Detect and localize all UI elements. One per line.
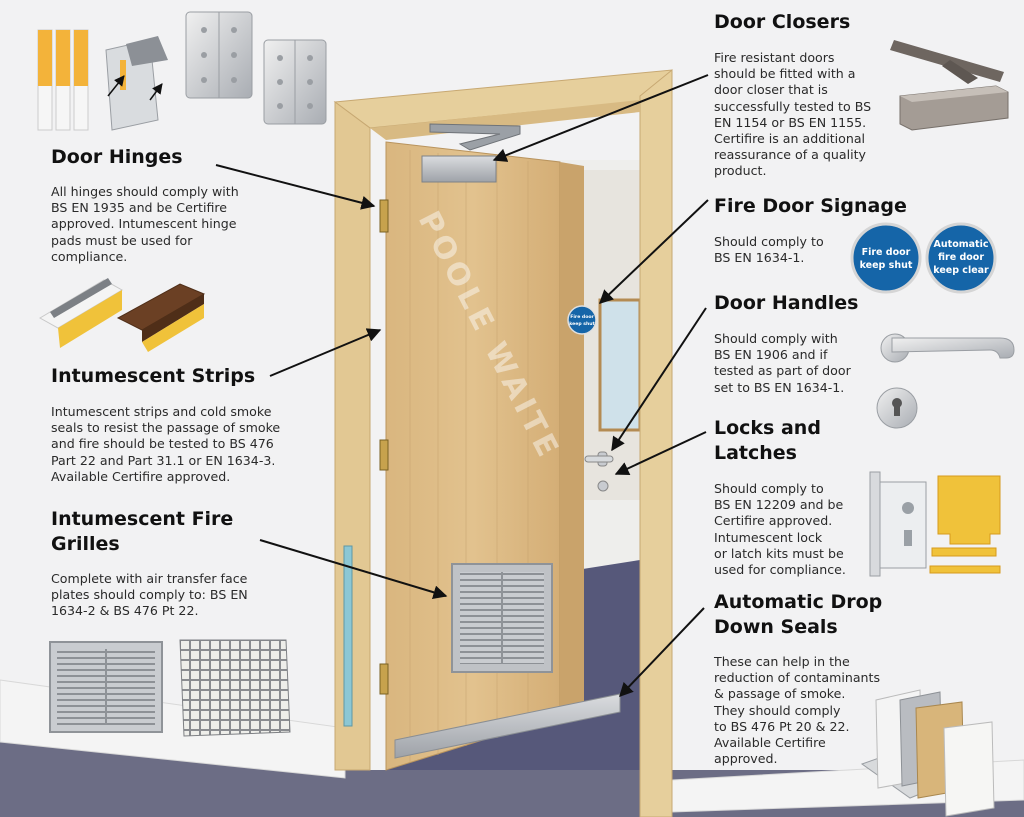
closers-title: Door Closers [714, 11, 851, 33]
arrow-seals [619, 607, 705, 698]
hinges-title: Door Hinges [51, 146, 183, 168]
door-closer-unit [421, 155, 497, 183]
locks-title: Locks and Latches [714, 417, 821, 464]
sign2-line1: Automatic [934, 239, 989, 250]
door-drop-seal [394, 693, 621, 759]
handles-body: Should comply with BS EN 1906 and if tes… [714, 331, 851, 395]
lock-intumescent-kit-image [929, 475, 1001, 574]
signage-title: Fire Door Signage [714, 195, 907, 217]
escutcheon-image [876, 387, 918, 429]
handles-title: Door Handles [714, 292, 859, 314]
hinge-pads-image [37, 29, 89, 131]
door-hinge-top [379, 199, 389, 233]
door-closer-arm [429, 123, 521, 151]
steel-hinge-image-1 [185, 11, 253, 99]
steel-hinge-image-2 [263, 39, 327, 125]
door-hinge-bottom [379, 663, 389, 695]
frame-smoke-seal [343, 545, 353, 727]
closers-body: Fire resistant doors should be fitted wi… [714, 50, 872, 179]
door-handle-lever [584, 455, 614, 463]
door-edge [560, 162, 584, 716]
door-hinge-middle [379, 439, 389, 471]
drop-seal-image [860, 689, 995, 817]
door-lock-escutcheon [597, 480, 609, 492]
lever-handle-image [880, 333, 1015, 363]
sign2-line2: fire door [938, 252, 984, 263]
grille-intumescent-image [179, 639, 291, 737]
sign2-line3: keep clear [933, 265, 989, 276]
arrow-grilles [259, 539, 448, 600]
door-sign-line1: Fire door [570, 314, 594, 320]
door-sign [567, 305, 597, 335]
seals-title: Automatic Drop Down Seals [714, 591, 883, 638]
mortice-lock-image [869, 471, 927, 577]
arrow-hinges [215, 164, 376, 210]
arrow-strips [269, 328, 382, 377]
arrow-closers [492, 74, 709, 162]
grille-louvre-image [49, 641, 163, 733]
strips-body: Intumescent strips and cold smoke seals … [51, 404, 281, 484]
arrow-handles [611, 307, 707, 452]
arrow-signage [598, 199, 709, 304]
sign1-line2: keep shut [860, 260, 913, 271]
locks-body: Should comply to BS EN 12209 and be Cert… [714, 481, 846, 578]
fire-door-keep-shut-sign [850, 222, 922, 294]
signage-body: Should comply to BS EN 1634-1. [714, 234, 824, 266]
hinge-pad-install-image [105, 36, 168, 131]
sign1-line1: Fire door [862, 247, 911, 258]
hinges-body: All hinges should comply with BS EN 1935… [51, 184, 239, 264]
door-frame-right [639, 68, 673, 817]
door-closer-image [890, 40, 1009, 131]
grilles-title: Intumescent Fire Grilles [51, 508, 234, 555]
intumescent-strip-grey-image [38, 278, 124, 348]
door-sign-line2: keep shut [569, 321, 595, 327]
grilles-body: Complete with air transfer face plates s… [51, 571, 248, 619]
strips-title: Intumescent Strips [51, 365, 256, 387]
automatic-fire-door-sign [925, 222, 997, 294]
room-window [598, 298, 642, 432]
seals-body: These can help in the reduction of conta… [714, 654, 881, 767]
arrow-locks [614, 431, 707, 476]
intumescent-strip-brown-image [116, 283, 206, 352]
